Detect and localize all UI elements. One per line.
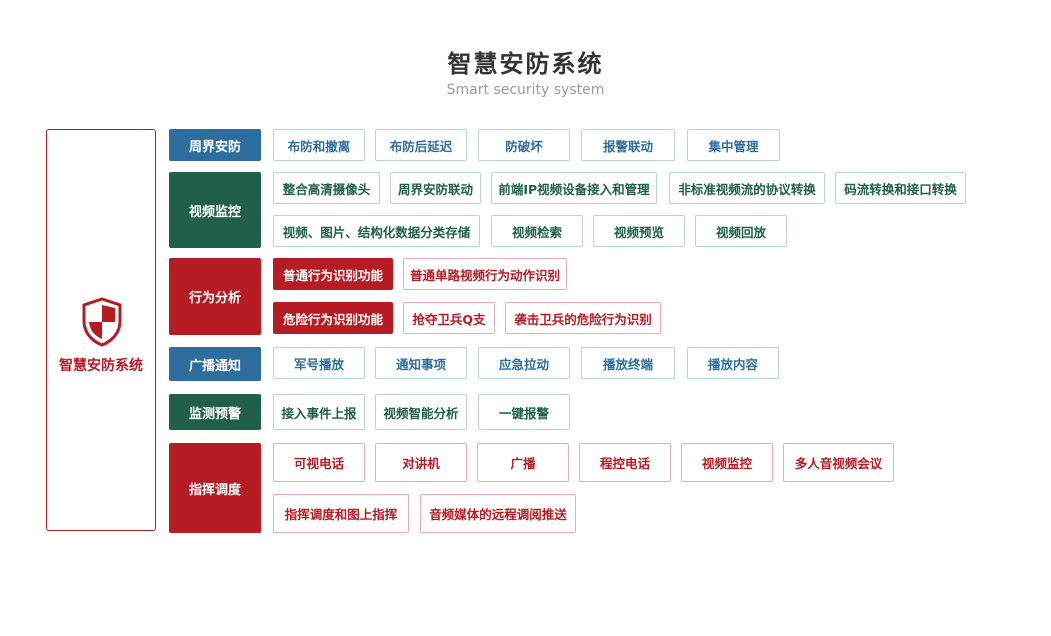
root-node: 智慧安防系统 bbox=[46, 129, 156, 531]
category-command-dispatch: 指挥调度 bbox=[169, 443, 261, 533]
warning-item: 一键报警 bbox=[478, 394, 570, 430]
root-label: 智慧安防系统 bbox=[59, 358, 143, 374]
dispatch-item: 可视电话 bbox=[273, 443, 365, 482]
video-item: 视频预览 bbox=[593, 215, 685, 247]
behavior-item: 袭击卫兵的危险行为识别 bbox=[505, 302, 661, 334]
perimeter-item: 布防和撤离 bbox=[273, 129, 365, 161]
dispatch-item: 视频监控 bbox=[681, 443, 773, 482]
warning-item: 视频智能分析 bbox=[375, 394, 467, 430]
dispatch-item: 多人音视频会议 bbox=[783, 443, 894, 482]
category-video-monitoring: 视频监控 bbox=[169, 172, 261, 248]
behavior-item: 普通单路视频行为动作识别 bbox=[403, 258, 567, 290]
video-item: 整合高清摄像头 bbox=[273, 172, 380, 204]
video-item: 非标准视频流的协议转换 bbox=[669, 172, 825, 204]
video-item: 视频回放 bbox=[695, 215, 787, 247]
perimeter-item: 集中管理 bbox=[687, 129, 780, 161]
broadcast-item: 军号播放 bbox=[273, 347, 365, 379]
warning-item: 接入事件上报 bbox=[273, 394, 365, 430]
perimeter-item: 布防后延迟 bbox=[375, 129, 467, 161]
dispatch-item: 广播 bbox=[477, 443, 569, 482]
video-item: 前端IP视频设备接入和管理 bbox=[491, 172, 657, 204]
video-item: 视频检索 bbox=[491, 215, 583, 247]
behavior-item: 危险行为识别功能 bbox=[273, 302, 393, 334]
broadcast-item: 播放内容 bbox=[687, 347, 779, 379]
behavior-item: 抢夺卫兵Q支 bbox=[403, 302, 495, 334]
video-item: 视频、图片、结构化数据分类存储 bbox=[273, 215, 480, 247]
dispatch-item: 对讲机 bbox=[375, 443, 467, 482]
shield-icon bbox=[82, 297, 122, 347]
behavior-item: 普通行为识别功能 bbox=[273, 258, 393, 290]
dispatch-item: 指挥调度和图上指挥 bbox=[273, 494, 409, 533]
broadcast-item: 通知事项 bbox=[375, 347, 467, 379]
dispatch-item: 音频媒体的远程调阅推送 bbox=[420, 494, 576, 533]
broadcast-item: 播放终端 bbox=[581, 347, 675, 379]
page-subtitle: Smart security system bbox=[446, 82, 605, 98]
broadcast-item: 应急拉动 bbox=[478, 347, 570, 379]
page-title: 智慧安防系统 bbox=[447, 50, 604, 78]
category-behavior-analysis: 行为分析 bbox=[169, 258, 261, 335]
category-broadcast: 广播通知 bbox=[169, 347, 261, 381]
perimeter-item: 防破坏 bbox=[478, 129, 570, 161]
category-perimeter: 周界安防 bbox=[169, 129, 261, 161]
dispatch-item: 程控电话 bbox=[579, 443, 671, 482]
perimeter-item: 报警联动 bbox=[581, 129, 675, 161]
category-monitoring-warning: 监测预警 bbox=[169, 394, 261, 430]
video-item: 周界安防联动 bbox=[390, 172, 481, 204]
video-item: 码流转换和接口转换 bbox=[835, 172, 966, 204]
